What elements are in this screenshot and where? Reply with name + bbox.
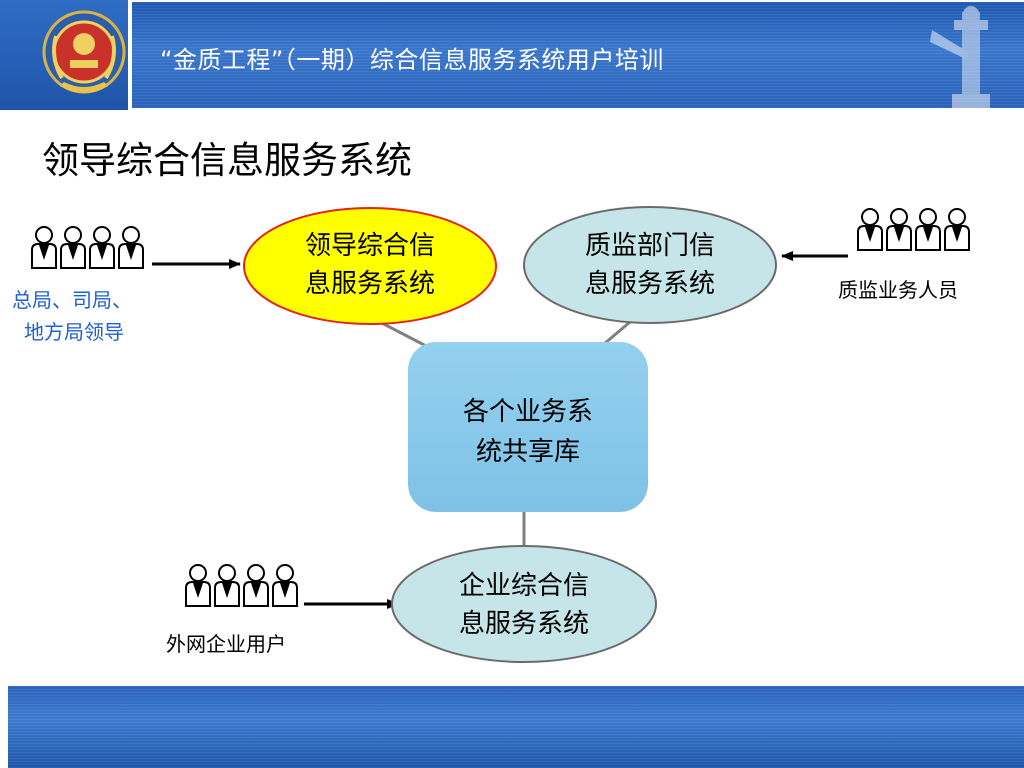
slide-header: “金质工程”（一期）综合信息服务系统用户培训 xyxy=(0,0,1024,110)
leaders-label-line1: 总局、司局、 xyxy=(12,288,132,312)
person-icon xyxy=(60,226,86,269)
header-divider xyxy=(0,110,1024,113)
person-icon xyxy=(31,226,57,269)
node-quality-dept-system-line2: 息服务系统 xyxy=(585,269,715,299)
person-icon xyxy=(272,564,298,607)
leaders-label-line2: 地方局领导 xyxy=(24,320,124,344)
enterprise-users-label: 外网企业用户 xyxy=(166,632,286,656)
person-icon xyxy=(857,208,883,251)
person-icon xyxy=(214,564,240,607)
person-icon xyxy=(118,226,144,269)
node-enterprise-system: 企业综合信 息服务系统 xyxy=(391,545,657,663)
person-icon xyxy=(944,208,970,251)
person-icon xyxy=(185,564,211,607)
enterprise-user-group-icon xyxy=(184,562,304,612)
quality-staff-label: 质监业务人员 xyxy=(838,278,958,302)
node-enterprise-system-line2: 息服务系统 xyxy=(459,609,589,639)
header-band xyxy=(132,2,1024,108)
connector-quality-db xyxy=(603,320,631,346)
node-shared-database-line2: 统共享库 xyxy=(476,437,580,467)
huabiao-pillar-icon xyxy=(930,6,990,108)
slide-footer xyxy=(8,686,1024,768)
node-shared-database: 各个业务系 统共享库 xyxy=(408,342,648,512)
node-leader-system-line2: 息服务系统 xyxy=(305,269,435,299)
connector-leader-db xyxy=(379,320,431,350)
quality-staff-user-group-icon xyxy=(856,206,976,256)
node-leader-system-line1: 领导综合信 xyxy=(305,231,435,261)
person-icon xyxy=(89,226,115,269)
node-enterprise-system-line1: 企业综合信 xyxy=(459,571,589,601)
logo-panel xyxy=(0,0,128,110)
node-quality-dept-system-line1: 质监部门信 xyxy=(585,231,715,261)
node-leader-system: 领导综合信 息服务系统 xyxy=(243,207,497,325)
page-title: 领导综合信息服务系统 xyxy=(42,139,412,182)
national-emblem-icon xyxy=(42,10,126,94)
person-icon xyxy=(915,208,941,251)
leaders-user-group-icon xyxy=(30,224,150,274)
system-diagram: 领导综合信 息服务系统 质监部门信 息服务系统 各个业务系 统共享库 企业综合信… xyxy=(152,206,848,663)
node-quality-dept-system: 质监部门信 息服务系统 xyxy=(523,206,777,324)
person-icon xyxy=(886,208,912,251)
header-title: “金质工程”（一期）综合信息服务系统用户培训 xyxy=(160,46,664,74)
node-shared-database-line1: 各个业务系 xyxy=(463,397,593,427)
person-icon xyxy=(243,564,269,607)
